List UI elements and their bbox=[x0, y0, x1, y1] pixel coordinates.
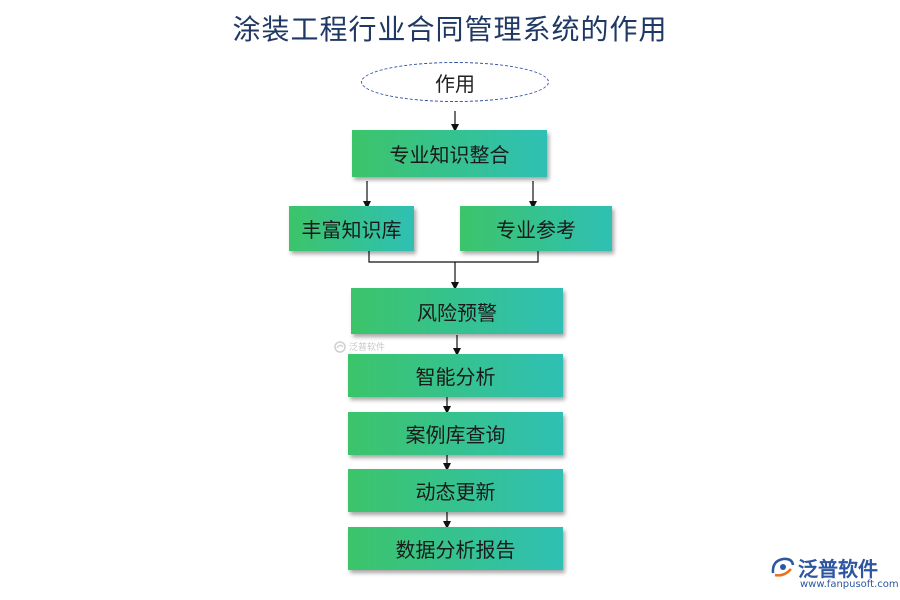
node-integration: 专业知识整合 bbox=[352, 130, 547, 177]
node-risk-warning: 风险预警 bbox=[351, 288, 563, 334]
watermark-text: 泛普软件 bbox=[349, 343, 386, 353]
root-node: 作用 bbox=[361, 62, 549, 102]
node-reference: 专业参考 bbox=[460, 206, 612, 251]
node-case-library: 案例库查询 bbox=[348, 412, 563, 455]
node-data-report: 数据分析报告 bbox=[348, 527, 563, 570]
brand-name: 泛普软件 bbox=[798, 557, 878, 581]
diagram-title: 涂装工程行业合同管理系统的作用 bbox=[232, 13, 668, 46]
brand-block: 泛普软件 www.fanpusoft.com bbox=[770, 553, 899, 593]
brand-logo-icon bbox=[771, 557, 795, 577]
watermark: 泛普软件 bbox=[334, 340, 385, 353]
node-rich-kb: 丰富知识库 bbox=[289, 206, 414, 251]
watermark-logo-icon bbox=[334, 340, 346, 353]
node-smart-analysis: 智能分析 bbox=[348, 354, 563, 397]
brand-url: www.fanpusoft.com bbox=[800, 579, 899, 590]
node-dynamic-update: 动态更新 bbox=[348, 469, 563, 512]
merge-bracket bbox=[368, 251, 539, 263]
